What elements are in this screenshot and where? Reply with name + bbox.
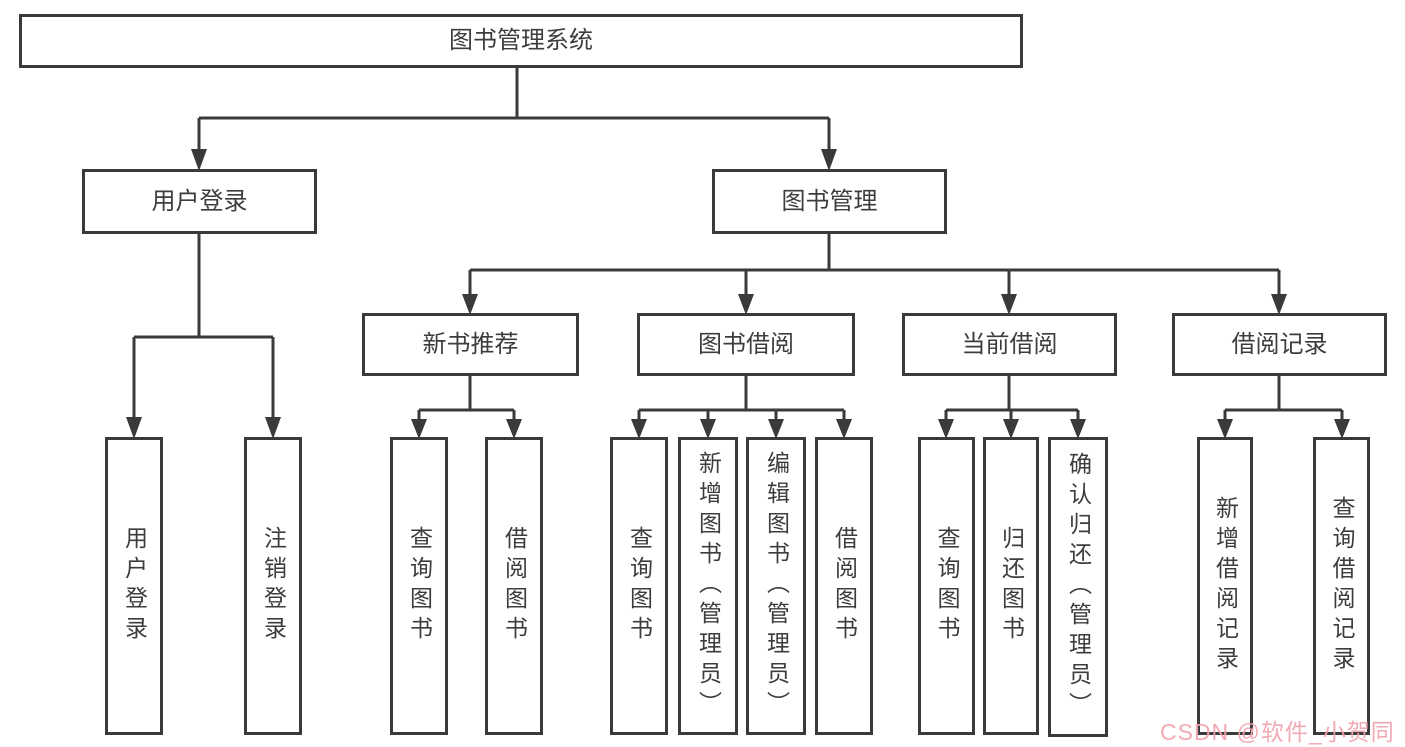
- leaf-add-books-admin: 新增图书（管理员）: [678, 437, 738, 735]
- node-borrow-records: 借阅记录: [1172, 313, 1387, 376]
- connector-bookmgmt-to-level3: [468, 233, 1281, 296]
- node-root-library-management-system: 图书管理系统: [19, 14, 1023, 68]
- leaf-query-books-borrowing: 查询图书: [610, 437, 668, 735]
- node-book-management: 图书管理: [712, 169, 947, 234]
- leaf-query-borrow-record: 查询借阅记录: [1313, 437, 1370, 735]
- leaf-query-books-recommend: 查询图书: [390, 437, 448, 735]
- leaf-return-books: 归还图书: [983, 437, 1039, 735]
- connector-borrowing-to-leaves: [637, 375, 846, 421]
- arrowheads: [126, 149, 1350, 439]
- leaf-borrow-books: 借阅图书: [815, 437, 873, 735]
- leaf-add-borrow-record: 新增借阅记录: [1197, 437, 1253, 735]
- leaf-user-login: 用户登录: [105, 437, 163, 735]
- connector-current-to-leaves: [944, 375, 1080, 421]
- leaf-borrow-books-recommend: 借阅图书: [485, 437, 543, 735]
- node-current-borrowing: 当前借阅: [902, 313, 1117, 376]
- leaf-confirm-return-admin: 确认归还（管理员）: [1048, 437, 1108, 737]
- connector-root-to-level2: [197, 66, 831, 151]
- node-book-borrowing: 图书借阅: [637, 313, 855, 376]
- connector-records-to-leaves: [1223, 375, 1344, 421]
- connector-userlogin-to-leaves: [132, 233, 275, 419]
- node-user-login: 用户登录: [82, 169, 317, 234]
- csdn-watermark: CSDN @软件_小贺同学: [1160, 719, 1395, 745]
- leaf-edit-books-admin: 编辑图书（管理员）: [746, 437, 806, 735]
- leaf-logout: 注销登录: [244, 437, 302, 735]
- connector-newbook-to-leaves: [417, 375, 516, 421]
- node-new-book-recommend: 新书推荐: [362, 313, 579, 376]
- leaf-query-books-current: 查询图书: [918, 437, 975, 735]
